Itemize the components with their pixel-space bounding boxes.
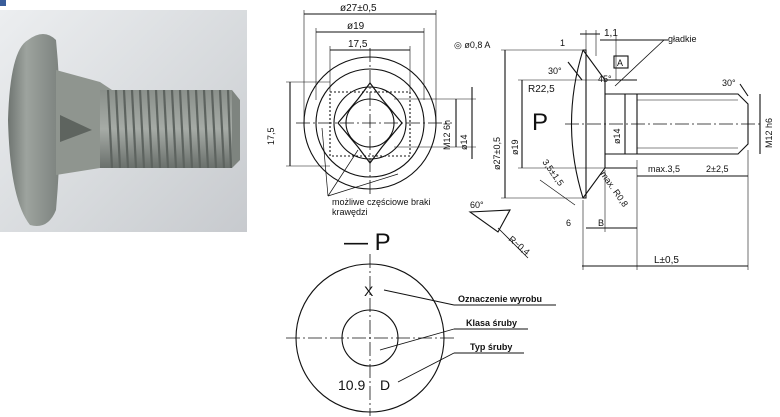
label-square-vertical: 17,5 xyxy=(266,127,276,145)
label-max35: max.3,5 xyxy=(648,164,680,174)
label-angle-30: 30° xyxy=(548,66,562,76)
label-head-dia: ø27±0,5 xyxy=(492,137,502,170)
top-view xyxy=(286,10,476,197)
label-radius: R22,5 xyxy=(528,84,555,95)
label-angle-60: 60° xyxy=(470,200,484,210)
chamfer-detail xyxy=(468,209,511,233)
note-line1: możliwe częściowe braki xyxy=(332,197,431,207)
label-shank-dia: ø14 xyxy=(612,128,622,144)
corner-mark xyxy=(0,0,6,6)
label-p: P xyxy=(532,109,548,136)
marking-view-labels: — P X 10.9 D Oznaczenie wyrobu Klasa śru… xyxy=(338,229,542,393)
label-dim-r: R~0,4 xyxy=(507,234,532,257)
marking-x: X xyxy=(364,283,374,299)
label-angle-30-end: 30° xyxy=(722,78,736,88)
marking-type: D xyxy=(380,377,390,393)
label-smooth: gładkie xyxy=(668,34,697,44)
label-head-small: 1 xyxy=(560,38,565,48)
square-outline xyxy=(329,91,411,157)
callout-product: Oznaczenie wyrobu xyxy=(458,294,542,304)
note-line2: krawędzi xyxy=(332,207,368,217)
label-angle-45: 45° xyxy=(598,74,612,84)
label-step: 1,1 xyxy=(604,28,618,39)
label-dim-b: B xyxy=(598,218,604,228)
label-length: L±0,5 xyxy=(654,255,679,266)
marking-view xyxy=(286,254,556,416)
bolt-photo-graphic xyxy=(8,34,240,226)
label-inner-dia: ø19 xyxy=(347,21,365,32)
label-concentricity: ◎ ø0,8 A xyxy=(454,40,490,50)
label-fillet: max. R0,8 xyxy=(598,169,630,208)
leader-class xyxy=(379,328,455,351)
top-view-labels: ø27±0,5 ø19 17,5 17,5 M12 6h ø14 możliwe… xyxy=(266,3,469,217)
label-outer-dia: ø27±0,5 xyxy=(340,3,377,14)
side-view xyxy=(468,30,761,270)
label-square: 17,5 xyxy=(348,39,368,50)
bolt-photo xyxy=(0,10,247,232)
label-dim-6: 6 xyxy=(566,218,571,228)
callout-type: Typ śruby xyxy=(470,342,512,352)
label-thread-top: M12 6h xyxy=(442,120,452,150)
label-datum-a: A xyxy=(617,58,623,68)
label-head-dia-2: ø19 xyxy=(510,139,520,155)
label-thread-side: M12 h6 xyxy=(764,118,774,148)
marking-grade: 10.9 xyxy=(338,377,365,393)
label-shank-top: ø14 xyxy=(459,134,469,150)
callout-class: Klasa śruby xyxy=(466,318,517,328)
leader-type xyxy=(397,352,455,383)
marking-title: — P xyxy=(344,229,391,256)
label-dim-2: 2±2,5 xyxy=(706,164,728,174)
leader-product xyxy=(383,289,455,306)
